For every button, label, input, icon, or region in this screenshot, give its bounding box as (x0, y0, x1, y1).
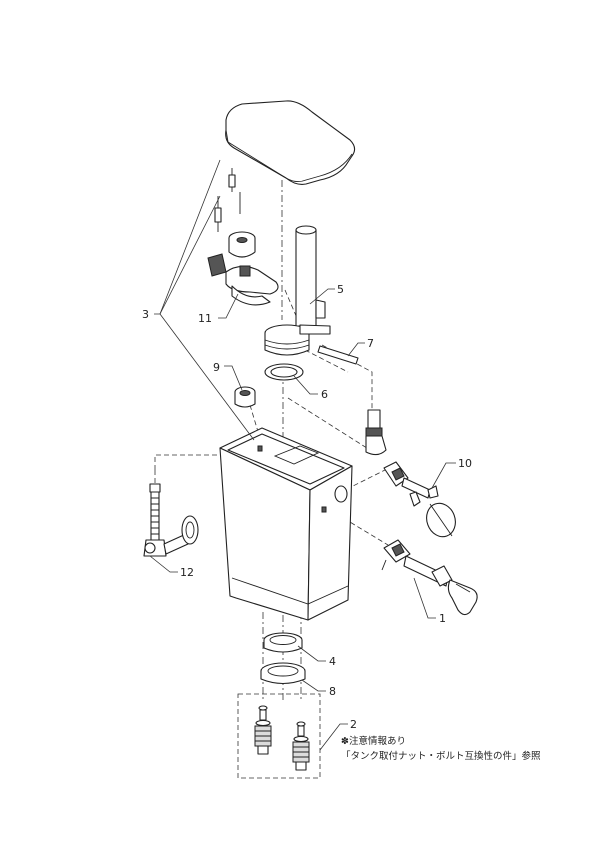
note-line-1: ✽注意情報あり (341, 735, 406, 747)
flush-handle-part-1 (381, 539, 478, 616)
rod-part-7 (317, 345, 359, 365)
callout-9: 9 (213, 361, 220, 374)
callout-5: 5 (337, 283, 344, 296)
caution-note: ✽注意情報あり 「タンク取付ナット・ボルト互換性の件」参照 (341, 735, 541, 762)
callout-leaders (149, 159, 456, 751)
float-valve-part-10 (383, 461, 456, 538)
note-line-2: 「タンク取付ナット・ボルト互換性の件」参照 (341, 750, 541, 762)
flush-valve-assembly-part-11 (207, 168, 331, 356)
gasket-part-8 (260, 662, 306, 685)
callout-6: 6 (321, 388, 328, 401)
seal-ring-part-4 (263, 632, 303, 653)
supply-hose-part-12 (143, 483, 199, 557)
tank-body (219, 427, 353, 621)
callout-10: 10 (458, 457, 472, 470)
overflow-pipe-part-5 (295, 225, 326, 327)
gasket-part-6 (264, 363, 304, 381)
tank-lid (225, 100, 356, 185)
inlet-elbow (365, 409, 387, 456)
callout-11: 11 (198, 312, 212, 325)
callout-1: 1 (439, 612, 446, 625)
callout-4: 4 (329, 655, 336, 668)
callout-2: 2 (350, 718, 357, 731)
fitting-part-9 (234, 386, 256, 408)
tank-bolts-part-2 (237, 693, 321, 779)
callout-8: 8 (329, 685, 336, 698)
callout-3: 3 (142, 308, 149, 321)
callout-labels: 3 11 5 7 9 6 10 12 1 4 8 2 (142, 283, 472, 731)
callout-12: 12 (180, 566, 194, 579)
callout-7: 7 (367, 337, 374, 350)
